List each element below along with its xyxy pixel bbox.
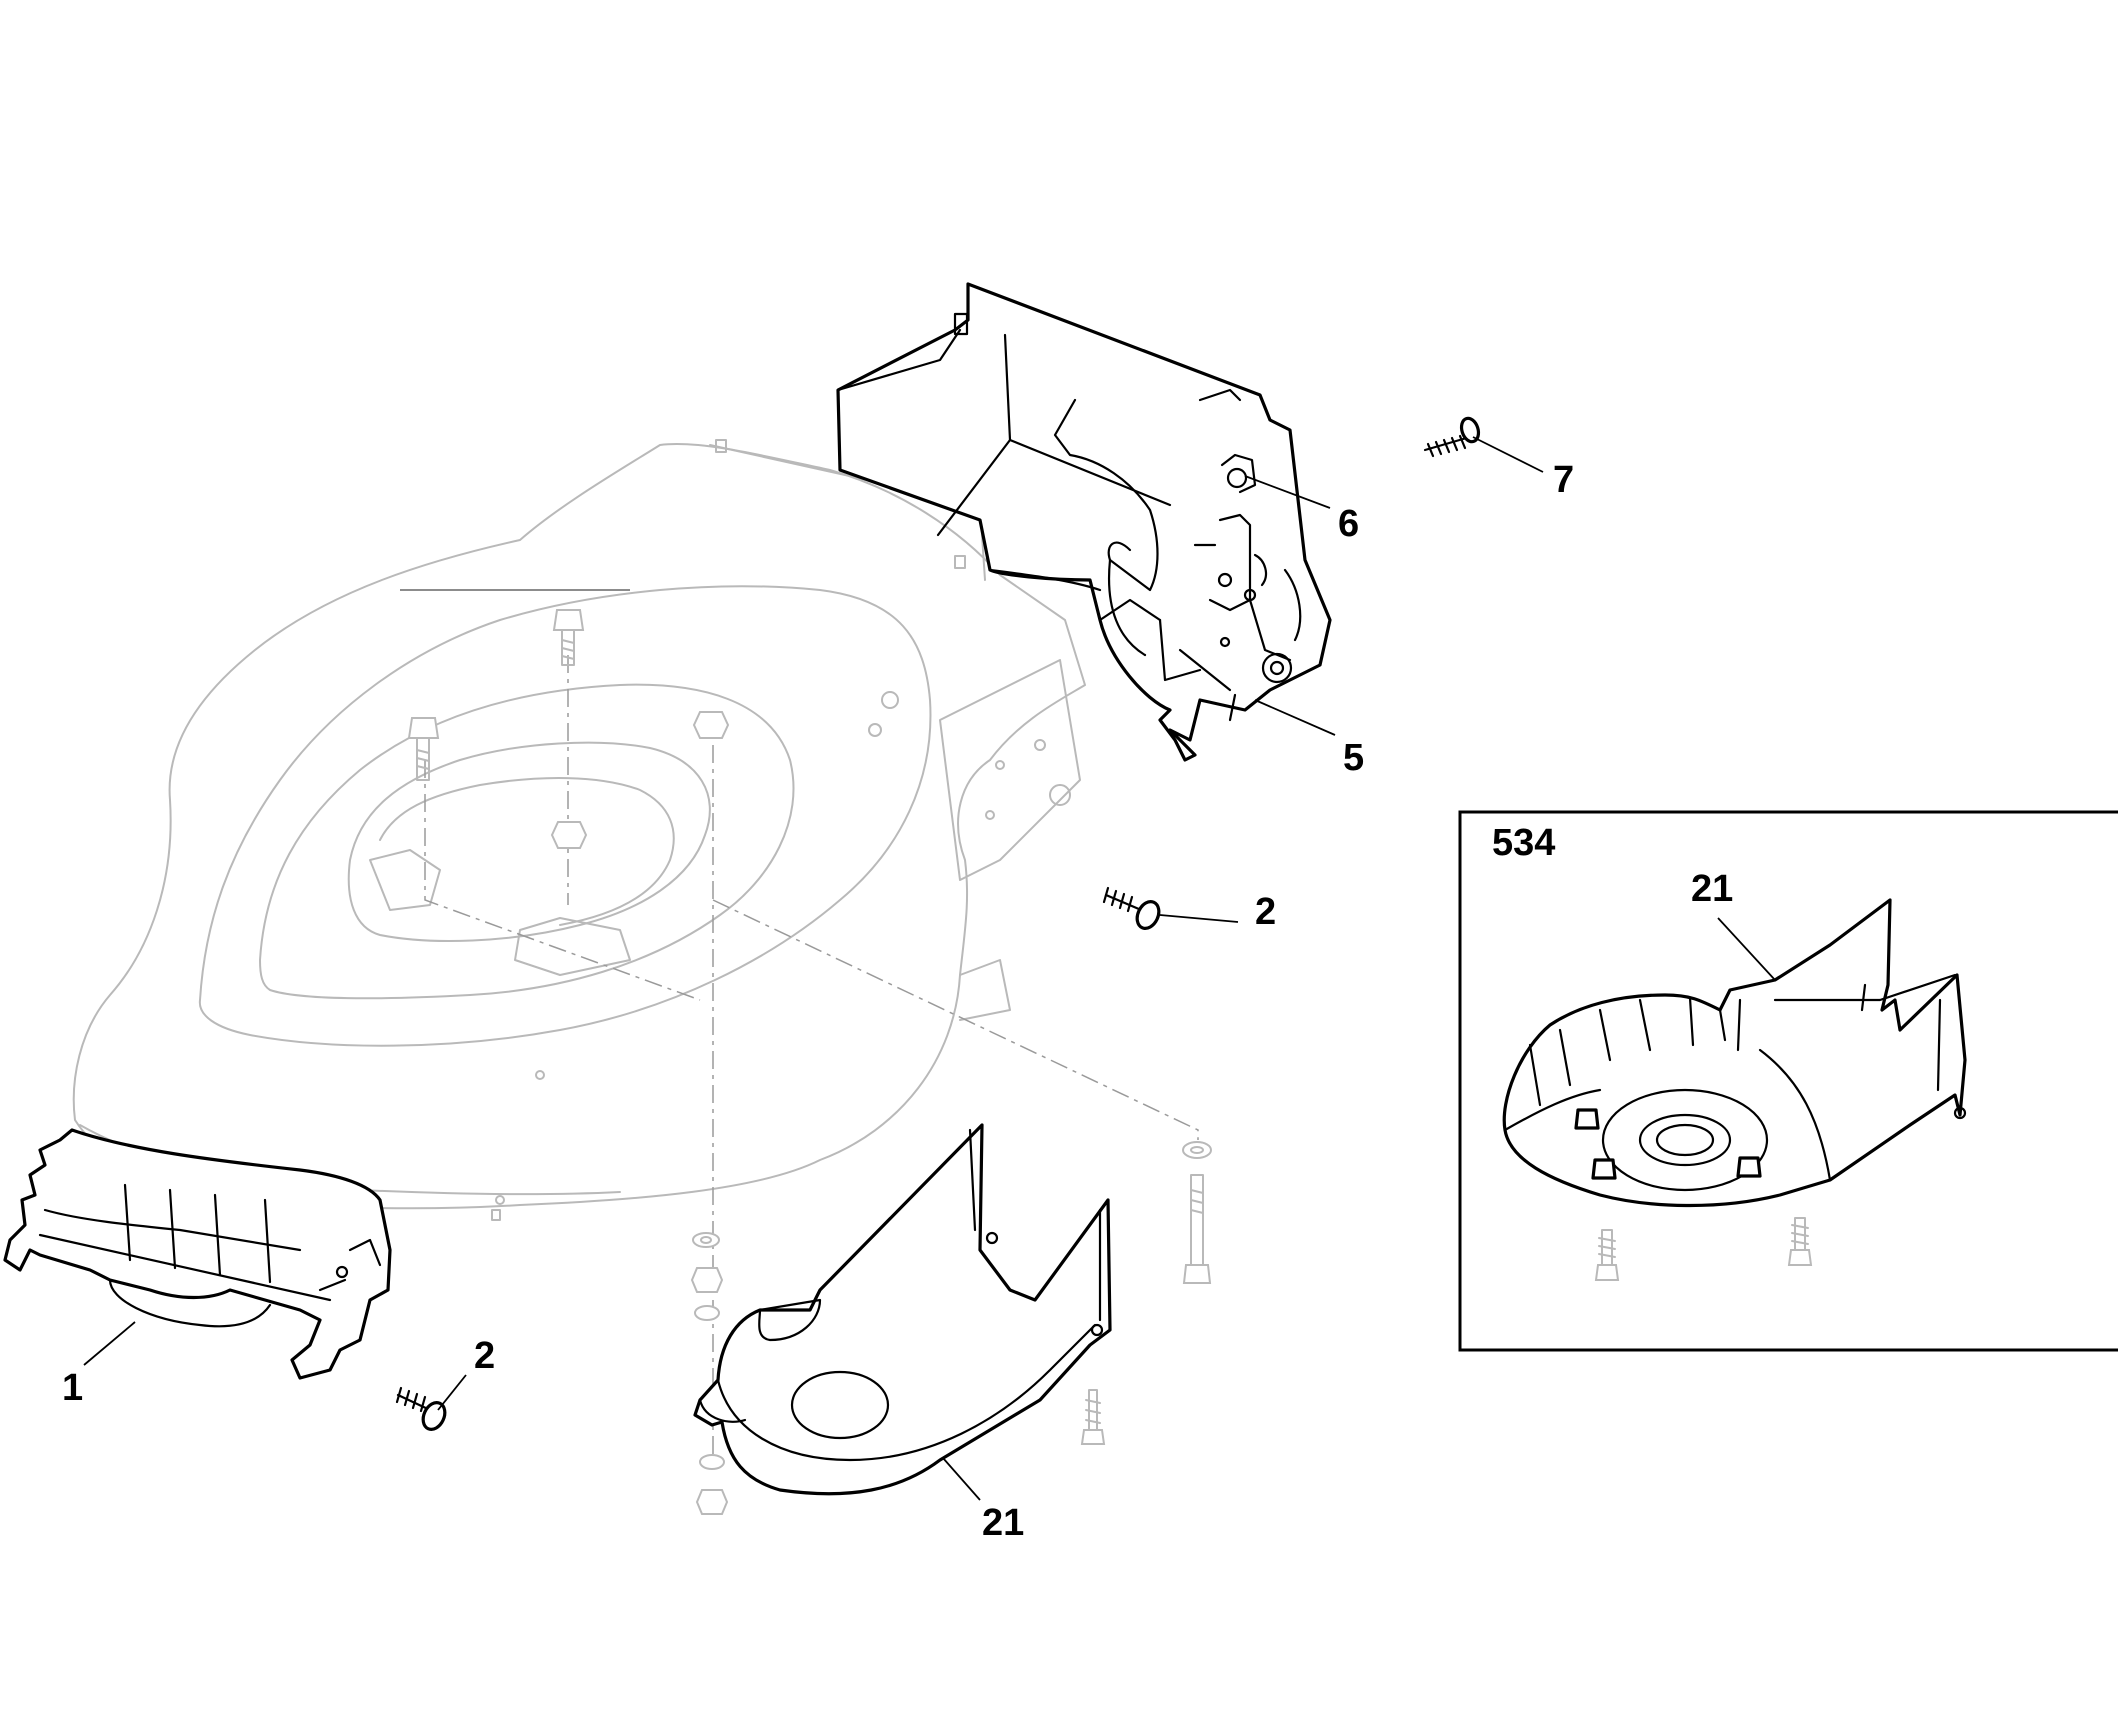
deflector	[693, 1123, 1112, 1496]
callout-1: 1	[62, 1367, 83, 1409]
callout-21: 21	[982, 1502, 1024, 1544]
callout-7: 7	[1553, 459, 1574, 501]
callout-6: 6	[1338, 503, 1359, 545]
inset-label: 534	[1492, 822, 1555, 864]
mower-deck	[72, 439, 1086, 1221]
screw-icon	[1102, 886, 1161, 930]
screw-icon	[1080, 1389, 1106, 1445]
variant-inset: 534 21	[1458, 810, 2118, 1352]
rear-flap	[3, 1128, 392, 1380]
screw-icon	[1787, 1217, 1813, 1266]
callout-leaders	[83, 436, 1544, 1501]
screw-icon	[395, 1386, 447, 1431]
callout-5: 5	[1343, 737, 1364, 779]
callout-2-bottom: 2	[474, 1335, 495, 1377]
nut-icon	[550, 821, 588, 849]
rear-guard-housing	[836, 282, 1332, 762]
deflector-variant	[1502, 898, 1967, 1208]
washer-icon	[699, 1454, 725, 1470]
washer-icon	[694, 1305, 720, 1321]
bolt-icon	[552, 609, 585, 666]
screw-icon	[1594, 1229, 1620, 1281]
nut-icon	[692, 711, 730, 739]
inset-callout-21: 21	[1691, 868, 1733, 910]
washer-icon	[692, 1232, 720, 1248]
callout-2-middle: 2	[1255, 891, 1276, 933]
bolt-icon	[407, 717, 440, 781]
assembly-guide-lines	[400, 589, 1199, 1470]
nut-icon	[690, 1267, 724, 1293]
nut-icon	[695, 1489, 729, 1515]
screw-icon	[1423, 416, 1481, 458]
washer-icon	[1182, 1141, 1212, 1159]
bolt-icon	[1182, 1174, 1212, 1284]
